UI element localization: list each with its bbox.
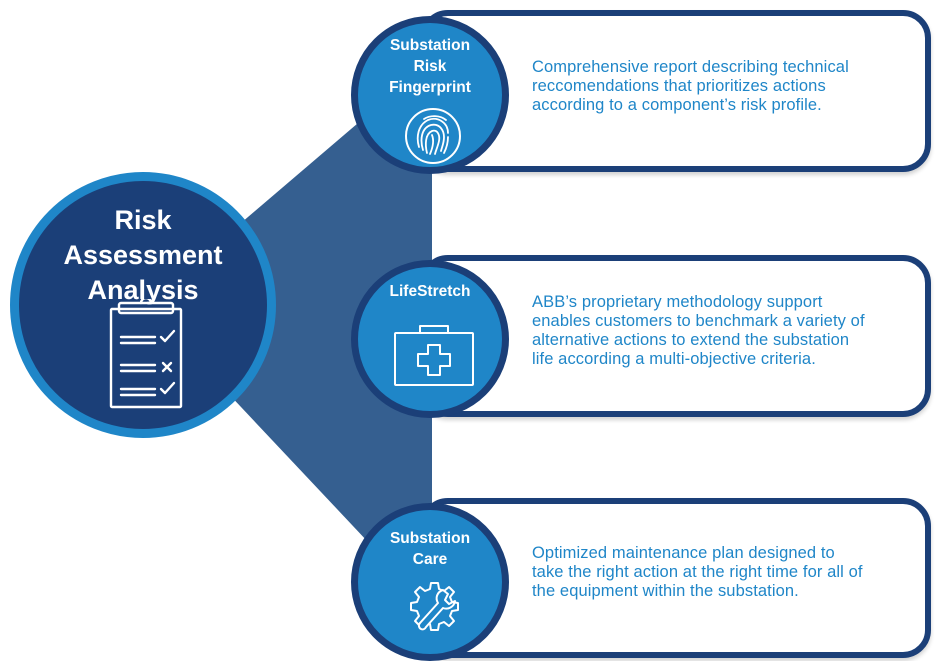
description-lifestretch: ABB’s proprietary methodology support en… <box>532 293 865 368</box>
substation-risk-fingerprint-circle: Substation Risk Fingerprint <box>351 16 509 174</box>
substation-care-circle: Substation Care <box>351 503 509 661</box>
substation-risk-fingerprint-title: Substation Risk Fingerprint <box>389 37 471 96</box>
wrench-gear-icon <box>410 582 459 631</box>
description-substation-care: Optimized maintenance plan designed to t… <box>532 544 863 600</box>
description-substation-risk-fingerprint: Comprehensive report describing technica… <box>532 58 849 114</box>
first-aid-kit-icon <box>394 325 474 386</box>
lifestretch-circle: LifeStretch <box>351 260 509 418</box>
main-title: Risk Assessment Analysis <box>63 205 223 305</box>
substation-care-title: Substation Care <box>389 530 471 568</box>
clipboard-checklist-icon <box>109 299 183 409</box>
fingerprint-icon <box>405 108 461 164</box>
risk-assessment-analysis-circle: Risk Assessment Analysis <box>10 172 276 438</box>
lifestretch-title: LifeStretch <box>389 283 471 300</box>
